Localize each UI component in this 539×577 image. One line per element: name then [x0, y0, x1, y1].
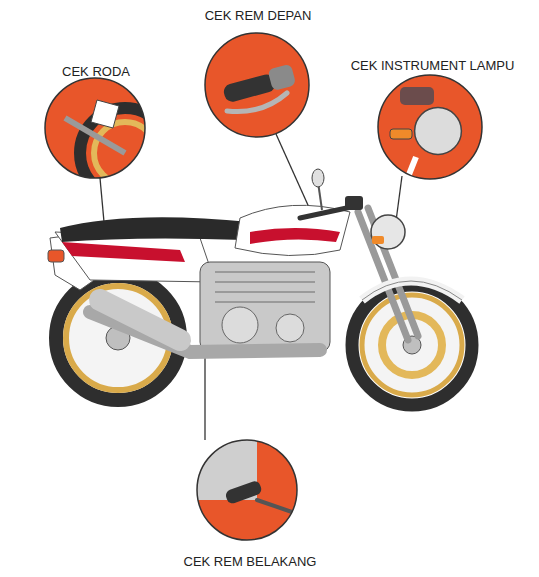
front-fender-edge — [362, 281, 462, 300]
callout-outline — [45, 78, 145, 178]
callout-fill — [205, 33, 309, 137]
callout-label: CEK REM DEPAN — [200, 8, 316, 24]
callout-circle: CEK INSTRUMENT LAMPU — [330, 56, 535, 181]
callout-detail — [65, 100, 170, 198]
engine — [200, 262, 330, 352]
callout-shape — [200, 6, 316, 141]
callout-shape — [170, 438, 330, 574]
instrument-cluster — [345, 196, 363, 210]
callout-fill — [378, 75, 482, 179]
callout-circle: CEK REM BELAKANG — [170, 438, 330, 574]
tank-stripe — [250, 228, 340, 244]
rear-wheel — [56, 276, 180, 400]
side-stripe — [62, 242, 185, 262]
callout-label: CEK REM BELAKANG — [170, 554, 330, 570]
callout-shape — [330, 56, 535, 181]
callout-circle: CEK REM DEPAN — [200, 6, 316, 141]
tail-light — [48, 250, 64, 262]
callout-outline — [205, 33, 309, 137]
front-fender — [362, 281, 462, 300]
front-fork — [358, 208, 418, 340]
headlight — [371, 215, 405, 249]
callout-label: CEK INSTRUMENT LAMPU — [330, 58, 535, 74]
callout-fill — [197, 440, 297, 540]
callout-circle: CEK RODA — [40, 62, 152, 182]
muffler — [100, 300, 180, 340]
front-wheel — [352, 285, 472, 405]
callout-detail — [390, 87, 461, 182]
mirror — [312, 169, 324, 187]
callout-shape — [40, 62, 152, 182]
callout-outline — [197, 440, 297, 540]
turn-signal — [372, 236, 384, 244]
callout-outline — [378, 75, 482, 179]
callout-detail — [222, 64, 296, 112]
seat — [60, 217, 250, 242]
callout-label: CEK RODA — [40, 64, 152, 80]
